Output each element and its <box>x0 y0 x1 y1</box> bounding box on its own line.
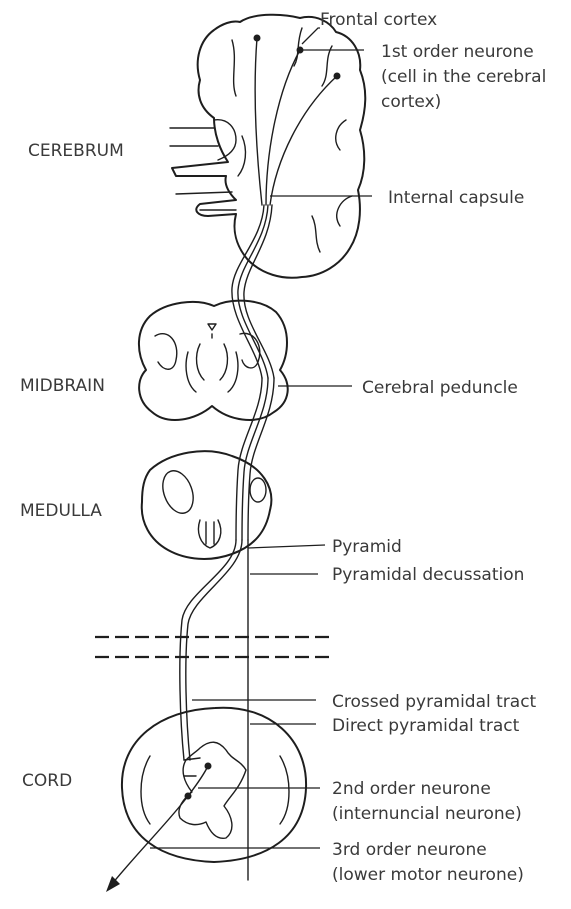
label-pyramid: Pyramid <box>332 537 402 557</box>
label-cerebral-peduncle: Cerebral peduncle <box>362 378 518 398</box>
label-second-order-neurone-2: (internuncial neurone) <box>332 804 522 824</box>
label-third-order-neurone-2: (lower motor neurone) <box>332 865 524 885</box>
label-direct-pyramidal-tract: Direct pyramidal tract <box>332 716 520 736</box>
label-first-order-neurone: 1st order neurone <box>381 42 534 62</box>
neurone-cell-body <box>334 73 341 80</box>
label-crossed-pyramidal-tract: Crossed pyramidal tract <box>332 692 537 712</box>
arrowhead <box>106 876 120 892</box>
label-first-order-neurone-3: cortex) <box>381 92 441 112</box>
cord-section <box>122 708 306 862</box>
medulla-section <box>142 451 272 559</box>
cord-outline <box>122 708 306 862</box>
label-third-order-neurone: 3rd order neurone <box>332 840 487 860</box>
label-pyramidal-decussation: Pyramidal decussation <box>332 565 524 585</box>
label-medulla: MEDULLA <box>20 501 102 521</box>
motor-axon <box>112 796 188 884</box>
label-cord: CORD <box>22 771 72 791</box>
label-midbrain: MIDBRAIN <box>20 376 105 396</box>
neurone-cell-body <box>254 35 261 42</box>
label-cerebrum: CEREBRUM <box>28 141 124 161</box>
label-first-order-neurone-2: (cell in the cerebral <box>381 67 546 87</box>
label-second-order-neurone: 2nd order neurone <box>332 779 491 799</box>
label-internal-capsule: Internal capsule <box>388 188 524 208</box>
cerebrum-section <box>170 15 365 278</box>
label-frontal-cortex: Frontal cortex <box>320 10 437 30</box>
